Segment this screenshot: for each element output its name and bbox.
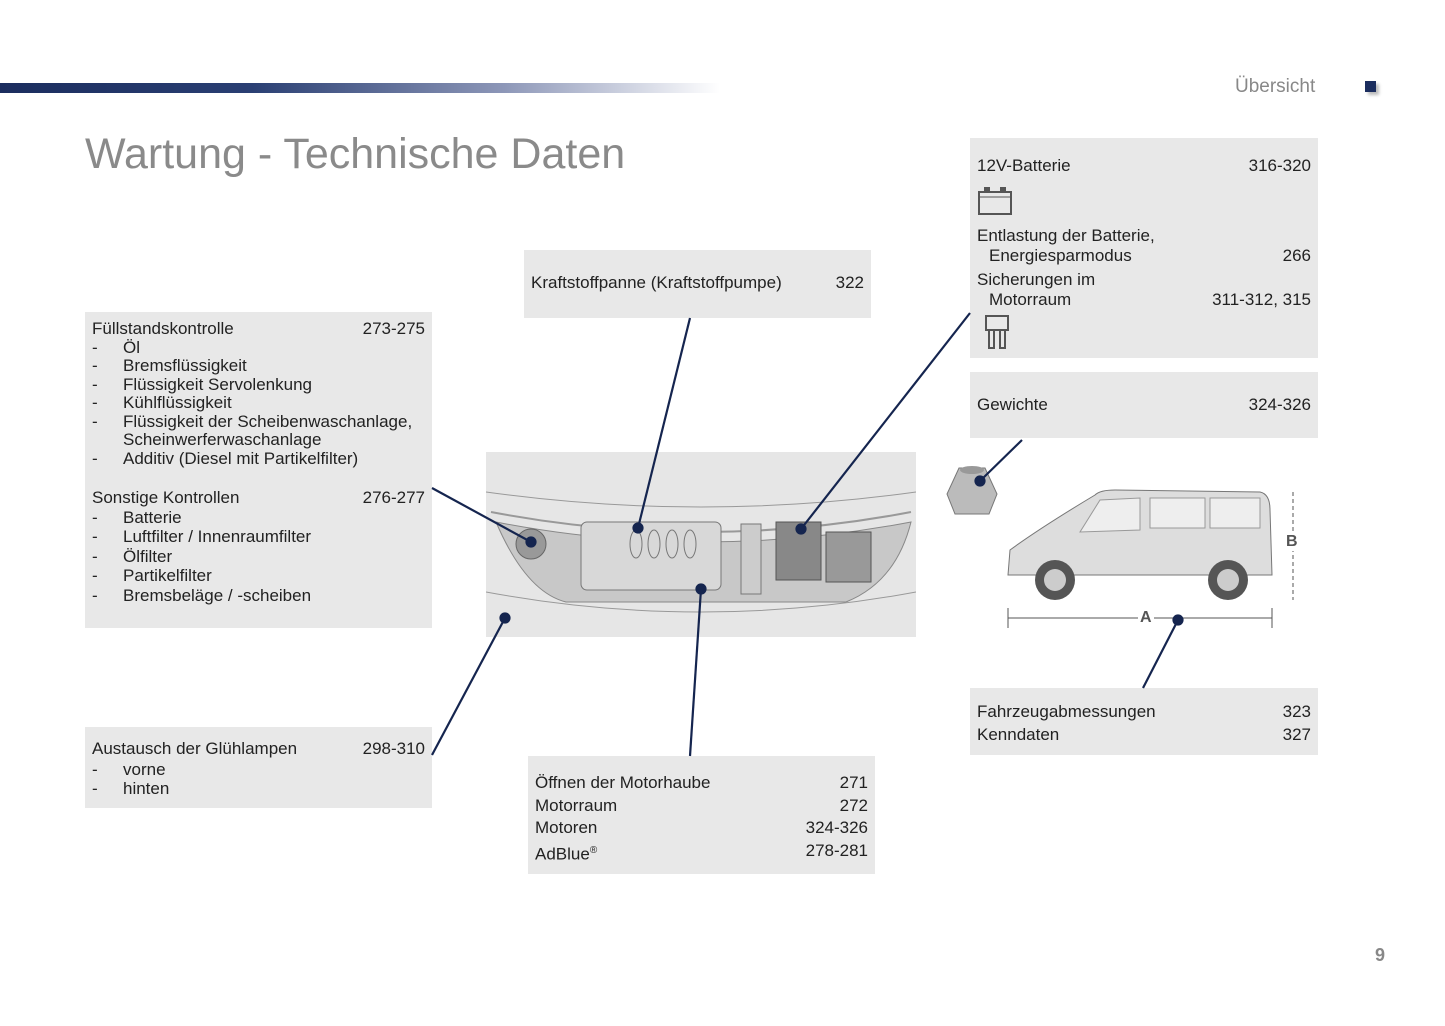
list-item: Öl [123, 337, 140, 357]
gewichte-box: Gewichte 324-326 [970, 372, 1318, 438]
vehicle-dimensions-illustration [1007, 489, 1294, 628]
list-item: Partikelfilter [123, 566, 212, 585]
dash: - [92, 546, 98, 566]
dash: - [92, 585, 98, 605]
dash: - [92, 759, 98, 779]
dash: - [92, 527, 98, 546]
kraftstoff-title: Kraftstoffpanne (Kraftstoffpumpe) [531, 273, 782, 292]
motorraum-label: Motorraum [989, 290, 1072, 309]
gluehlampen-pages[interactable]: 298-310 [362, 739, 425, 758]
motor-row-pages[interactable]: 272 [839, 795, 868, 815]
fuse-icon [977, 310, 1311, 350]
motor-row-pages[interactable]: 324-326 [805, 818, 868, 837]
page-title: Wartung - Technische Daten [85, 130, 626, 178]
dash: - [92, 448, 98, 468]
abmessungen-label: Fahrzeugabmessungen [977, 702, 1156, 721]
motor-row-pages[interactable]: 271 [839, 773, 868, 792]
batterie-title: 12V-Batterie [977, 156, 1071, 175]
page-number: 9 [1374, 945, 1385, 965]
list-item: vorne [123, 759, 166, 779]
motor-row-label: Motoren [535, 818, 598, 837]
motor-row-label: Motorraum [535, 795, 618, 815]
kraftstoff-pages[interactable]: 322 [835, 273, 864, 292]
dash: - [92, 356, 98, 375]
header-gradient-bar [0, 83, 720, 93]
list-item: Bremsflüssigkeit [123, 356, 247, 375]
fuellstand-box: Füllstandskontrolle 273-275 - Öl - Bremsflü… [85, 312, 432, 628]
dimension-b-label: B [1286, 533, 1298, 551]
list-item: Additiv (Diesel mit Partikelfilter) [123, 448, 359, 468]
dash: - [92, 779, 98, 798]
list-item: Luftfilter / Innenraumfilter [123, 527, 312, 546]
battery-icon [977, 176, 1311, 226]
batterie-box: 12V-Batterie 316-320 Entlastung der Batte… [970, 138, 1318, 358]
dash: - [92, 393, 98, 412]
fuellstand-title: Füllstandskontrolle [92, 319, 234, 338]
list-item: Scheinwerferwaschanlage [123, 430, 322, 449]
sonstige-pages[interactable]: 276-277 [362, 488, 425, 507]
entlastung-label: Entlastung der Batterie, [977, 226, 1155, 245]
dash: - [92, 337, 98, 357]
motor-row-pages[interactable]: 278-281 [805, 840, 868, 860]
sicherungen-pages[interactable]: 311-312, 315 [1212, 290, 1311, 309]
abmessungen-pages[interactable]: 323 [1282, 702, 1311, 721]
dimension-a-label: A [1138, 609, 1154, 627]
entlastung-pages[interactable]: 266 [1282, 246, 1311, 265]
dash: - [92, 374, 98, 394]
energiesparmodus-label: Energiesparmodus [989, 246, 1132, 265]
gewichte-pages[interactable]: 324-326 [1248, 395, 1311, 414]
sicherungen-label: Sicherungen im [977, 270, 1096, 289]
section-label[interactable]: Übersicht [1235, 76, 1316, 97]
motor-row-label: AdBlue [535, 844, 590, 864]
dash: - [92, 566, 98, 585]
kenndaten-pages[interactable]: 327 [1282, 724, 1311, 744]
list-item: hinten [123, 779, 170, 798]
gluehlampen-title: Austausch der Glühlampen [92, 739, 298, 758]
list-item: Kühlflüssigkeit [123, 393, 232, 412]
motor-row-label: Öffnen der Motorhaube [535, 773, 711, 792]
abmessungen-box: Fahrzeugabmessungen 323 Kenndaten 327 [970, 688, 1318, 755]
registered-mark: ® [589, 844, 598, 856]
list-item: Batterie [123, 507, 182, 527]
gewichte-title: Gewichte [977, 395, 1048, 414]
dash: - [92, 411, 98, 431]
fuellstand-pages[interactable]: 273-275 [362, 319, 425, 338]
weight-icon [946, 466, 998, 515]
list-item: Flüssigkeit Servolenkung [123, 374, 312, 394]
list-item: Flüssigkeit der Scheibenwaschanlage, [123, 411, 413, 431]
motor-box: Öffnen der Motorhaube 271 Motorraum 272 Mo… [528, 756, 875, 874]
dash: - [92, 507, 98, 527]
list-item: Bremsbeläge / -scheiben [123, 585, 312, 605]
kraftstoff-box: Kraftstoffpanne (Kraftstoffpumpe) 322 [524, 250, 871, 318]
gluehlampen-box: Austausch der Glühlampen 298-310 - vorne -… [85, 727, 432, 808]
kenndaten-label: Kenndaten [977, 724, 1060, 744]
section-marker [1365, 81, 1376, 92]
engine-compartment-illustration [486, 452, 916, 637]
sonstige-title: Sonstige Kontrollen [92, 488, 240, 507]
list-item: Ölfilter [123, 546, 173, 566]
batterie-pages[interactable]: 316-320 [1248, 156, 1311, 175]
